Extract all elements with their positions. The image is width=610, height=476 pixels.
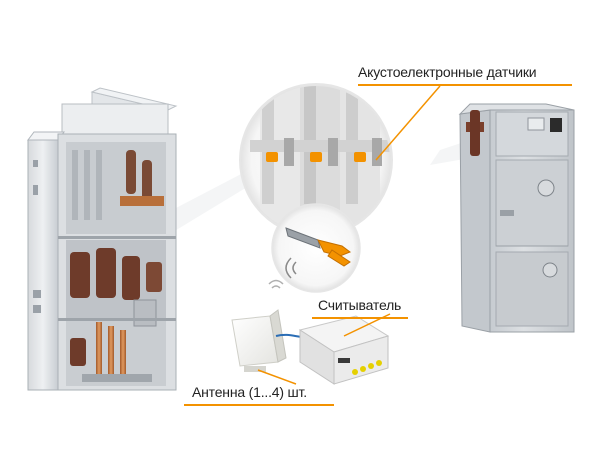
underline-reader (312, 317, 408, 319)
label-acoustic-sensors: Акустоелектронные датчики (358, 64, 537, 80)
fork-sensor-icon (285, 227, 352, 267)
antenna-device (231, 309, 313, 372)
label-antenna: Антенна (1...4) шт. (192, 384, 307, 400)
sensor-detail-circle (271, 203, 361, 293)
label-reader: Считыватель (318, 297, 402, 313)
left-switchgear-cabinet (27, 87, 178, 391)
wireless-signal-icon (285, 257, 297, 279)
right-switchgear-cabinet (458, 103, 575, 333)
zoom-circle (239, 83, 393, 237)
reader-device (298, 315, 390, 385)
wireless-waves-icon (268, 279, 284, 289)
underline-acoustic-sensors (358, 84, 572, 86)
underline-antenna (184, 404, 334, 406)
